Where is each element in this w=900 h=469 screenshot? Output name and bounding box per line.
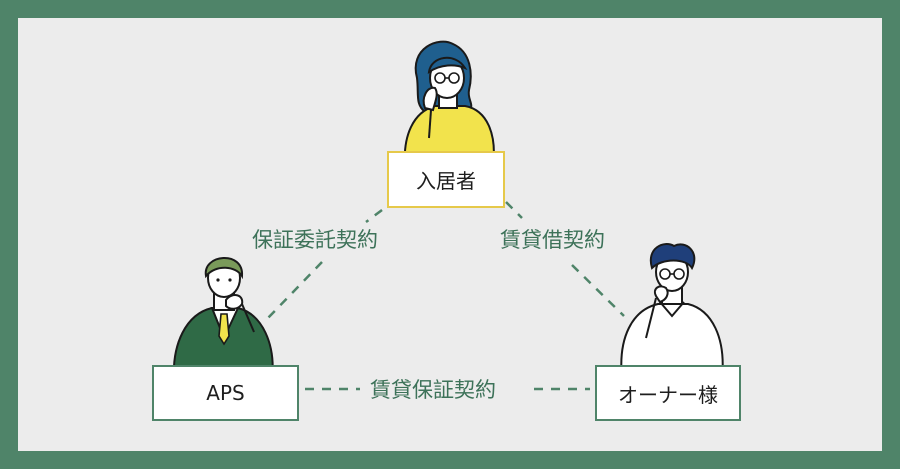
tenant-label-box: 入居者 (387, 151, 505, 208)
line-tenant-aps-upper (365, 209, 383, 223)
lease-guarantee-contract-label: 賃貸保証契約 (364, 374, 502, 404)
tenant-person-icon (403, 40, 495, 166)
line-tenant-owner-lower (571, 264, 625, 317)
aps-label: APS (206, 381, 245, 405)
lease-contract-label: 賃貸借契約 (494, 224, 611, 254)
line-tenant-aps-lower (267, 261, 323, 319)
guarantee-trust-contract-label: 保証委託契約 (246, 224, 384, 254)
aps-label-box: APS (152, 365, 299, 421)
owner-label-box: オーナー様 (595, 365, 741, 421)
owner-person-icon (620, 243, 724, 378)
line-tenant-owner-upper (505, 201, 523, 219)
aps-person-icon (172, 257, 274, 380)
tenant-label: 入居者 (416, 169, 476, 193)
owner-label: オーナー様 (618, 382, 718, 407)
